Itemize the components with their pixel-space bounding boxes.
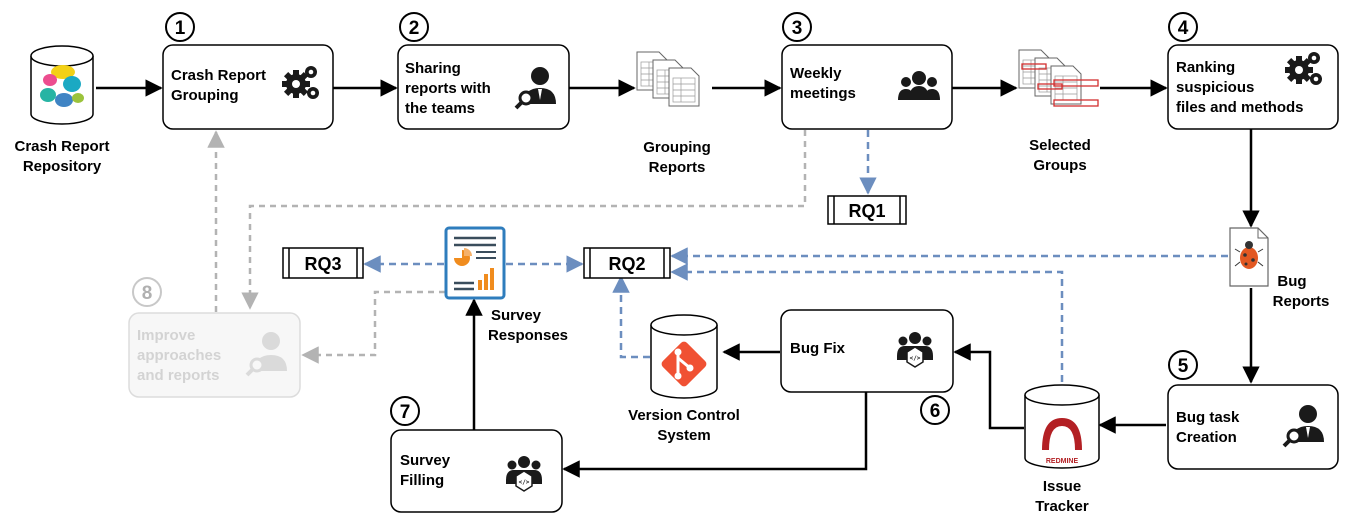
step-4-label-3: files and methods: [1176, 99, 1304, 116]
git-logo-icon: [661, 341, 707, 387]
step-4-ranking-suspicious-files[interactable]: Ranking suspicious files and methods: [1167, 44, 1339, 130]
rq3-box[interactable]: RQ3: [282, 247, 364, 279]
grouping-reports[interactable]: Grouping Reports: [636, 51, 711, 176]
spreadsheet-stack-icon: [636, 51, 700, 107]
version-control-system[interactable]: Version Control System: [628, 314, 740, 444]
elastic-logo-icon: [40, 65, 84, 107]
svg-text:5: 5: [1178, 356, 1189, 377]
step-4-label-2: suspicious: [1176, 79, 1254, 96]
step-2-number-badge: 2: [399, 12, 429, 42]
bug-reports-label-2: Reports: [1273, 293, 1330, 310]
step-7-label-1: Survey: [400, 452, 451, 469]
svg-text:4: 4: [1178, 18, 1189, 39]
step-5-bug-task-creation[interactable]: Bug task Creation: [1167, 384, 1339, 470]
step-1-number-badge: 1: [165, 12, 195, 42]
step-1-label-2: Grouping: [171, 87, 239, 104]
issue-tracker-label-2: Tracker: [1035, 498, 1089, 515]
bug-document-icon: [1229, 227, 1269, 287]
step-1-label-1: Crash Report: [171, 67, 266, 84]
step-8-number-badge: 8: [132, 277, 162, 307]
issue-tracker[interactable]: REDMINE Issue Tracker: [1024, 384, 1100, 515]
svg-text:6: 6: [930, 401, 941, 422]
step-7-survey-filling[interactable]: Survey Filling: [390, 429, 563, 513]
selected-groups-label-2: Groups: [1033, 157, 1086, 174]
svg-text:8: 8: [142, 283, 153, 304]
rq2-box[interactable]: RQ2: [583, 247, 671, 279]
step-3-number-badge: 3: [782, 12, 812, 42]
survey-label-2: Responses: [488, 327, 568, 344]
person-search-icon: [245, 332, 287, 377]
rq2-label: RQ2: [608, 254, 645, 274]
step-3-label-2: meetings: [790, 85, 856, 102]
survey-responses[interactable]: Survey Responses: [444, 226, 568, 344]
step-6-number-badge: 6: [920, 395, 950, 425]
selected-groups-label-1: Selected: [1029, 137, 1091, 154]
svg-text:1: 1: [175, 18, 186, 39]
solid-flow-arrows: [96, 79, 1260, 478]
svg-text:2: 2: [409, 18, 420, 39]
bug-reports[interactable]: Bug Reports: [1229, 227, 1330, 310]
step-8-label-1: Improve: [137, 327, 195, 344]
rq-dashed-arrows: [363, 130, 1228, 382]
step-8-improve-approaches[interactable]: Improve approaches and reports: [128, 312, 301, 398]
crash-repo-label-1: Crash Report: [14, 138, 109, 155]
step-5-label-1: Bug task: [1176, 409, 1240, 426]
rq1-box[interactable]: RQ1: [827, 195, 907, 225]
issue-tracker-label-1: Issue: [1043, 478, 1081, 495]
step-6-label-1: Bug Fix: [790, 340, 846, 357]
step-3-label-1: Weekly: [790, 65, 842, 82]
step-8-label-2: approaches: [137, 347, 221, 364]
grouping-reports-label-1: Grouping: [643, 139, 711, 156]
step-3-weekly-meetings[interactable]: Weekly meetings: [781, 44, 953, 130]
redmine-logo-icon: REDMINE: [1042, 418, 1082, 465]
step-7-number-badge: 7: [390, 396, 420, 426]
crash-report-repository[interactable]: Crash Report Repository: [14, 45, 110, 175]
redmine-logo-text: REDMINE: [1046, 458, 1079, 465]
step-5-number-badge: 5: [1168, 350, 1198, 380]
step-5-label-2: Creation: [1176, 429, 1237, 446]
step-2-label-1: Sharing: [405, 60, 461, 77]
svg-text:3: 3: [792, 18, 803, 39]
step-7-label-2: Filling: [400, 472, 444, 489]
svg-text:7: 7: [400, 402, 411, 423]
step-8-label-3: and reports: [137, 367, 220, 384]
survey-report-icon: [444, 226, 506, 300]
step-2-label-3: the teams: [405, 100, 475, 117]
step-6-bug-fix[interactable]: Bug Fix: [780, 309, 954, 393]
selected-spreadsheet-stack-icon: [1018, 49, 1099, 107]
vcs-label-2: System: [657, 427, 710, 444]
grouping-reports-label-2: Reports: [649, 159, 706, 176]
feedback-dashed-arrows: [207, 130, 807, 364]
rq3-label: RQ3: [304, 254, 341, 274]
bug-reports-label-1: Bug: [1277, 273, 1306, 290]
vcs-label-1: Version Control: [628, 407, 740, 424]
crash-repo-label-2: Repository: [23, 158, 102, 175]
step-1-crash-report-grouping[interactable]: Crash Report Grouping: [162, 44, 334, 130]
rq1-label: RQ1: [848, 201, 885, 221]
step-4-label-1: Ranking: [1176, 59, 1235, 76]
selected-groups[interactable]: Selected Groups: [1018, 49, 1099, 174]
survey-label-1: Survey: [491, 307, 542, 324]
step-4-number-badge: 4: [1168, 12, 1198, 42]
step-2-label-2: reports with: [405, 80, 491, 97]
step-2-sharing-reports[interactable]: Sharing reports with the teams: [397, 44, 570, 130]
